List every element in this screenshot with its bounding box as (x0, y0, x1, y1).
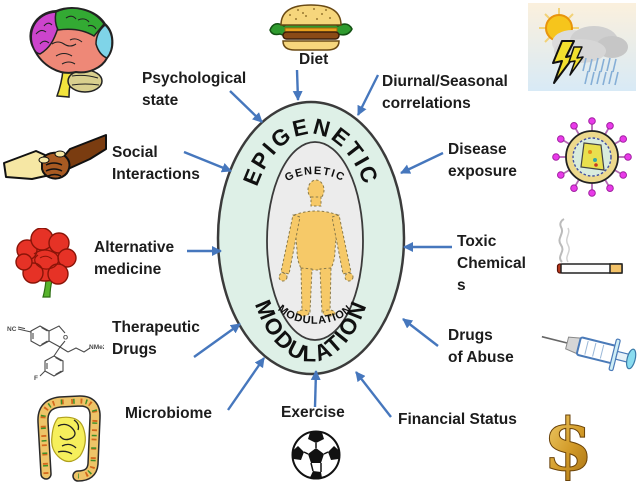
label-line: exposure (448, 163, 517, 180)
label-line: Chemical (457, 255, 526, 272)
rose-icon (12, 227, 78, 300)
label-alternative-medicine: Alternative medicine (94, 237, 174, 281)
label-line: s (457, 277, 466, 294)
arrow-therapeutic (193, 323, 241, 358)
intestine-icon (28, 392, 108, 482)
molecule-nitrile-label: NC (7, 326, 17, 333)
label-diet: Diet (299, 49, 328, 71)
arrow-microbiome (227, 357, 265, 411)
molecule-oxygen-label: O (63, 335, 68, 342)
label-toxic-chemicals: Toxic Chemical s (457, 231, 526, 297)
label-line: Financial Status (398, 411, 517, 428)
cigarette-icon (546, 218, 637, 282)
arrow-financial (355, 371, 392, 418)
label-drugs-of-abuse: Drugs of Abuse (448, 325, 514, 369)
label-line: Drugs (448, 327, 493, 344)
arrow-diet (292, 69, 303, 101)
label-social-interactions: Social Interactions (112, 142, 200, 186)
label-psychological-state: Psychological state (142, 68, 246, 112)
label-line: Exercise (281, 404, 345, 421)
dollar-sign-glyph: $ (543, 402, 593, 483)
label-line: Psychological (142, 70, 247, 87)
hamburger-icon (268, 2, 354, 52)
label-line: Interactions (112, 166, 200, 183)
label-line: medicine (94, 261, 162, 278)
label-line: Toxic (457, 233, 497, 250)
arrow-diurnal (356, 74, 380, 116)
label-line: Drugs (112, 341, 157, 358)
label-line: Diet (299, 51, 329, 68)
arrow-social (183, 150, 232, 173)
label-line: Alternative (94, 239, 175, 256)
label-line: correlations (382, 95, 471, 112)
label-line: Disease (448, 141, 507, 158)
label-disease-exposure: Disease exposure (448, 139, 517, 183)
label-financial-status: Financial Status (398, 409, 517, 431)
factor-arrows (183, 69, 452, 418)
molecule-icon: NC O F NMe2 (4, 316, 107, 382)
soccer-ball-icon (290, 429, 342, 482)
label-exercise: Exercise (281, 402, 345, 424)
label-microbiome: Microbiome (125, 403, 212, 425)
molecule-amine-label: NMe2 (89, 344, 104, 351)
dollar-icon: $ (540, 402, 596, 483)
handshake-icon (2, 131, 108, 191)
label-line: Therapeutic (112, 319, 200, 336)
label-diurnal-seasonal: Diurnal/Seasonal correlations (382, 71, 508, 115)
brain-icon (22, 4, 116, 99)
arrow-disease (400, 151, 444, 175)
label-line: of Abuse (448, 349, 514, 366)
arrow-drugs-of-abuse (402, 318, 439, 347)
virus-icon (546, 116, 637, 200)
arrow-exercise (310, 370, 321, 408)
arrow-psychological (229, 90, 263, 123)
label-line: Diurnal/Seasonal (382, 73, 508, 90)
human-figure (278, 179, 354, 317)
label-line: Social (112, 144, 158, 161)
storm-cloud-icon (528, 3, 636, 91)
label-line: Microbiome (125, 405, 212, 422)
label-therapeutic-drugs: Therapeutic Drugs (112, 317, 200, 361)
label-line: state (142, 92, 179, 109)
syringe-icon (536, 318, 637, 388)
molecule-fluorine-label: F (34, 375, 38, 380)
